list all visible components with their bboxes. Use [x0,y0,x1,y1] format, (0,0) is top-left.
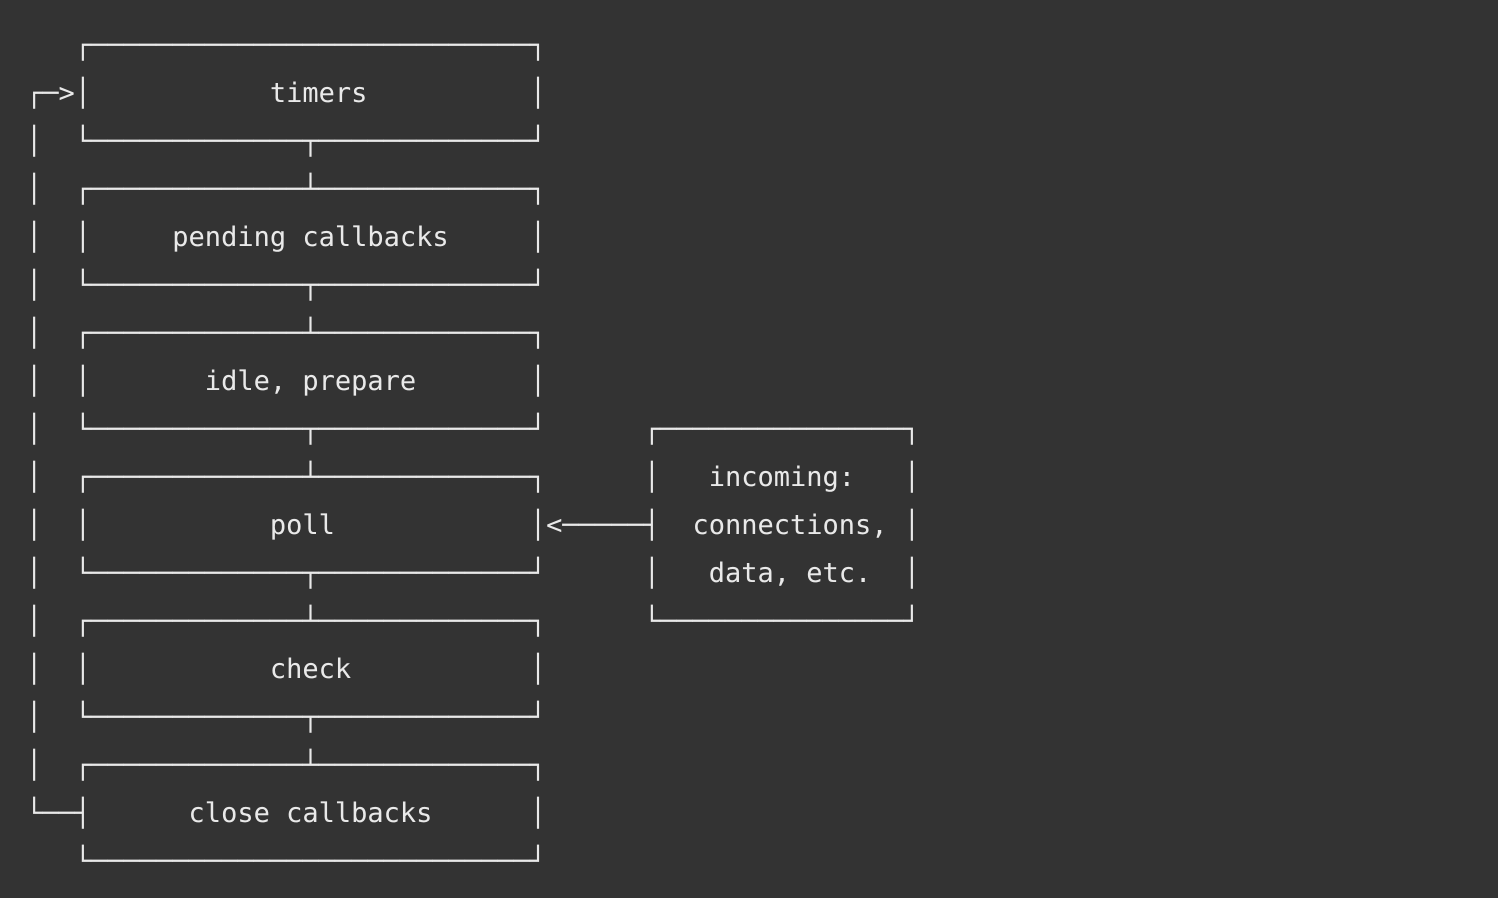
diagram-line: │ └─────────────┬─────────────┘ │ data, … [26,558,921,589]
diagram-line: │ ┌─────────────┴─────────────┐ [26,318,547,349]
diagram-line: │ ┌─────────────┴─────────────┐ │ incomi… [26,462,921,493]
diagram-line: │ └─────────────┬─────────────┘ ┌───────… [26,414,921,445]
diagram-line: └───────────────────────────┘ [26,846,547,877]
diagram-line: │ │ poll │<─────┤ connections, │ [26,510,921,541]
event-loop-ascii-diagram: ┌───────────────────────────┐ ┌─>│ timers… [26,22,920,886]
diagram-line: │ ┌─────────────┴─────────────┐ [26,174,547,205]
diagram-line: │ └─────────────┬─────────────┘ [26,126,547,157]
diagram-line: ┌───────────────────────────┐ [26,30,547,61]
diagram-line: └──┤ close callbacks │ [26,798,547,829]
diagram-line: │ │ check │ [26,654,547,685]
diagram-line: │ └─────────────┬─────────────┘ [26,270,547,301]
diagram-line: │ ┌─────────────┴─────────────┐ [26,750,547,781]
diagram-line: │ ┌─────────────┴─────────────┐ └───────… [26,606,921,637]
diagram-line: │ └─────────────┬─────────────┘ [26,702,547,733]
diagram-line: │ │ idle, prepare │ [26,366,547,397]
diagram-line: │ │ pending callbacks │ [26,222,547,253]
diagram-line: ┌─>│ timers │ [26,78,547,109]
